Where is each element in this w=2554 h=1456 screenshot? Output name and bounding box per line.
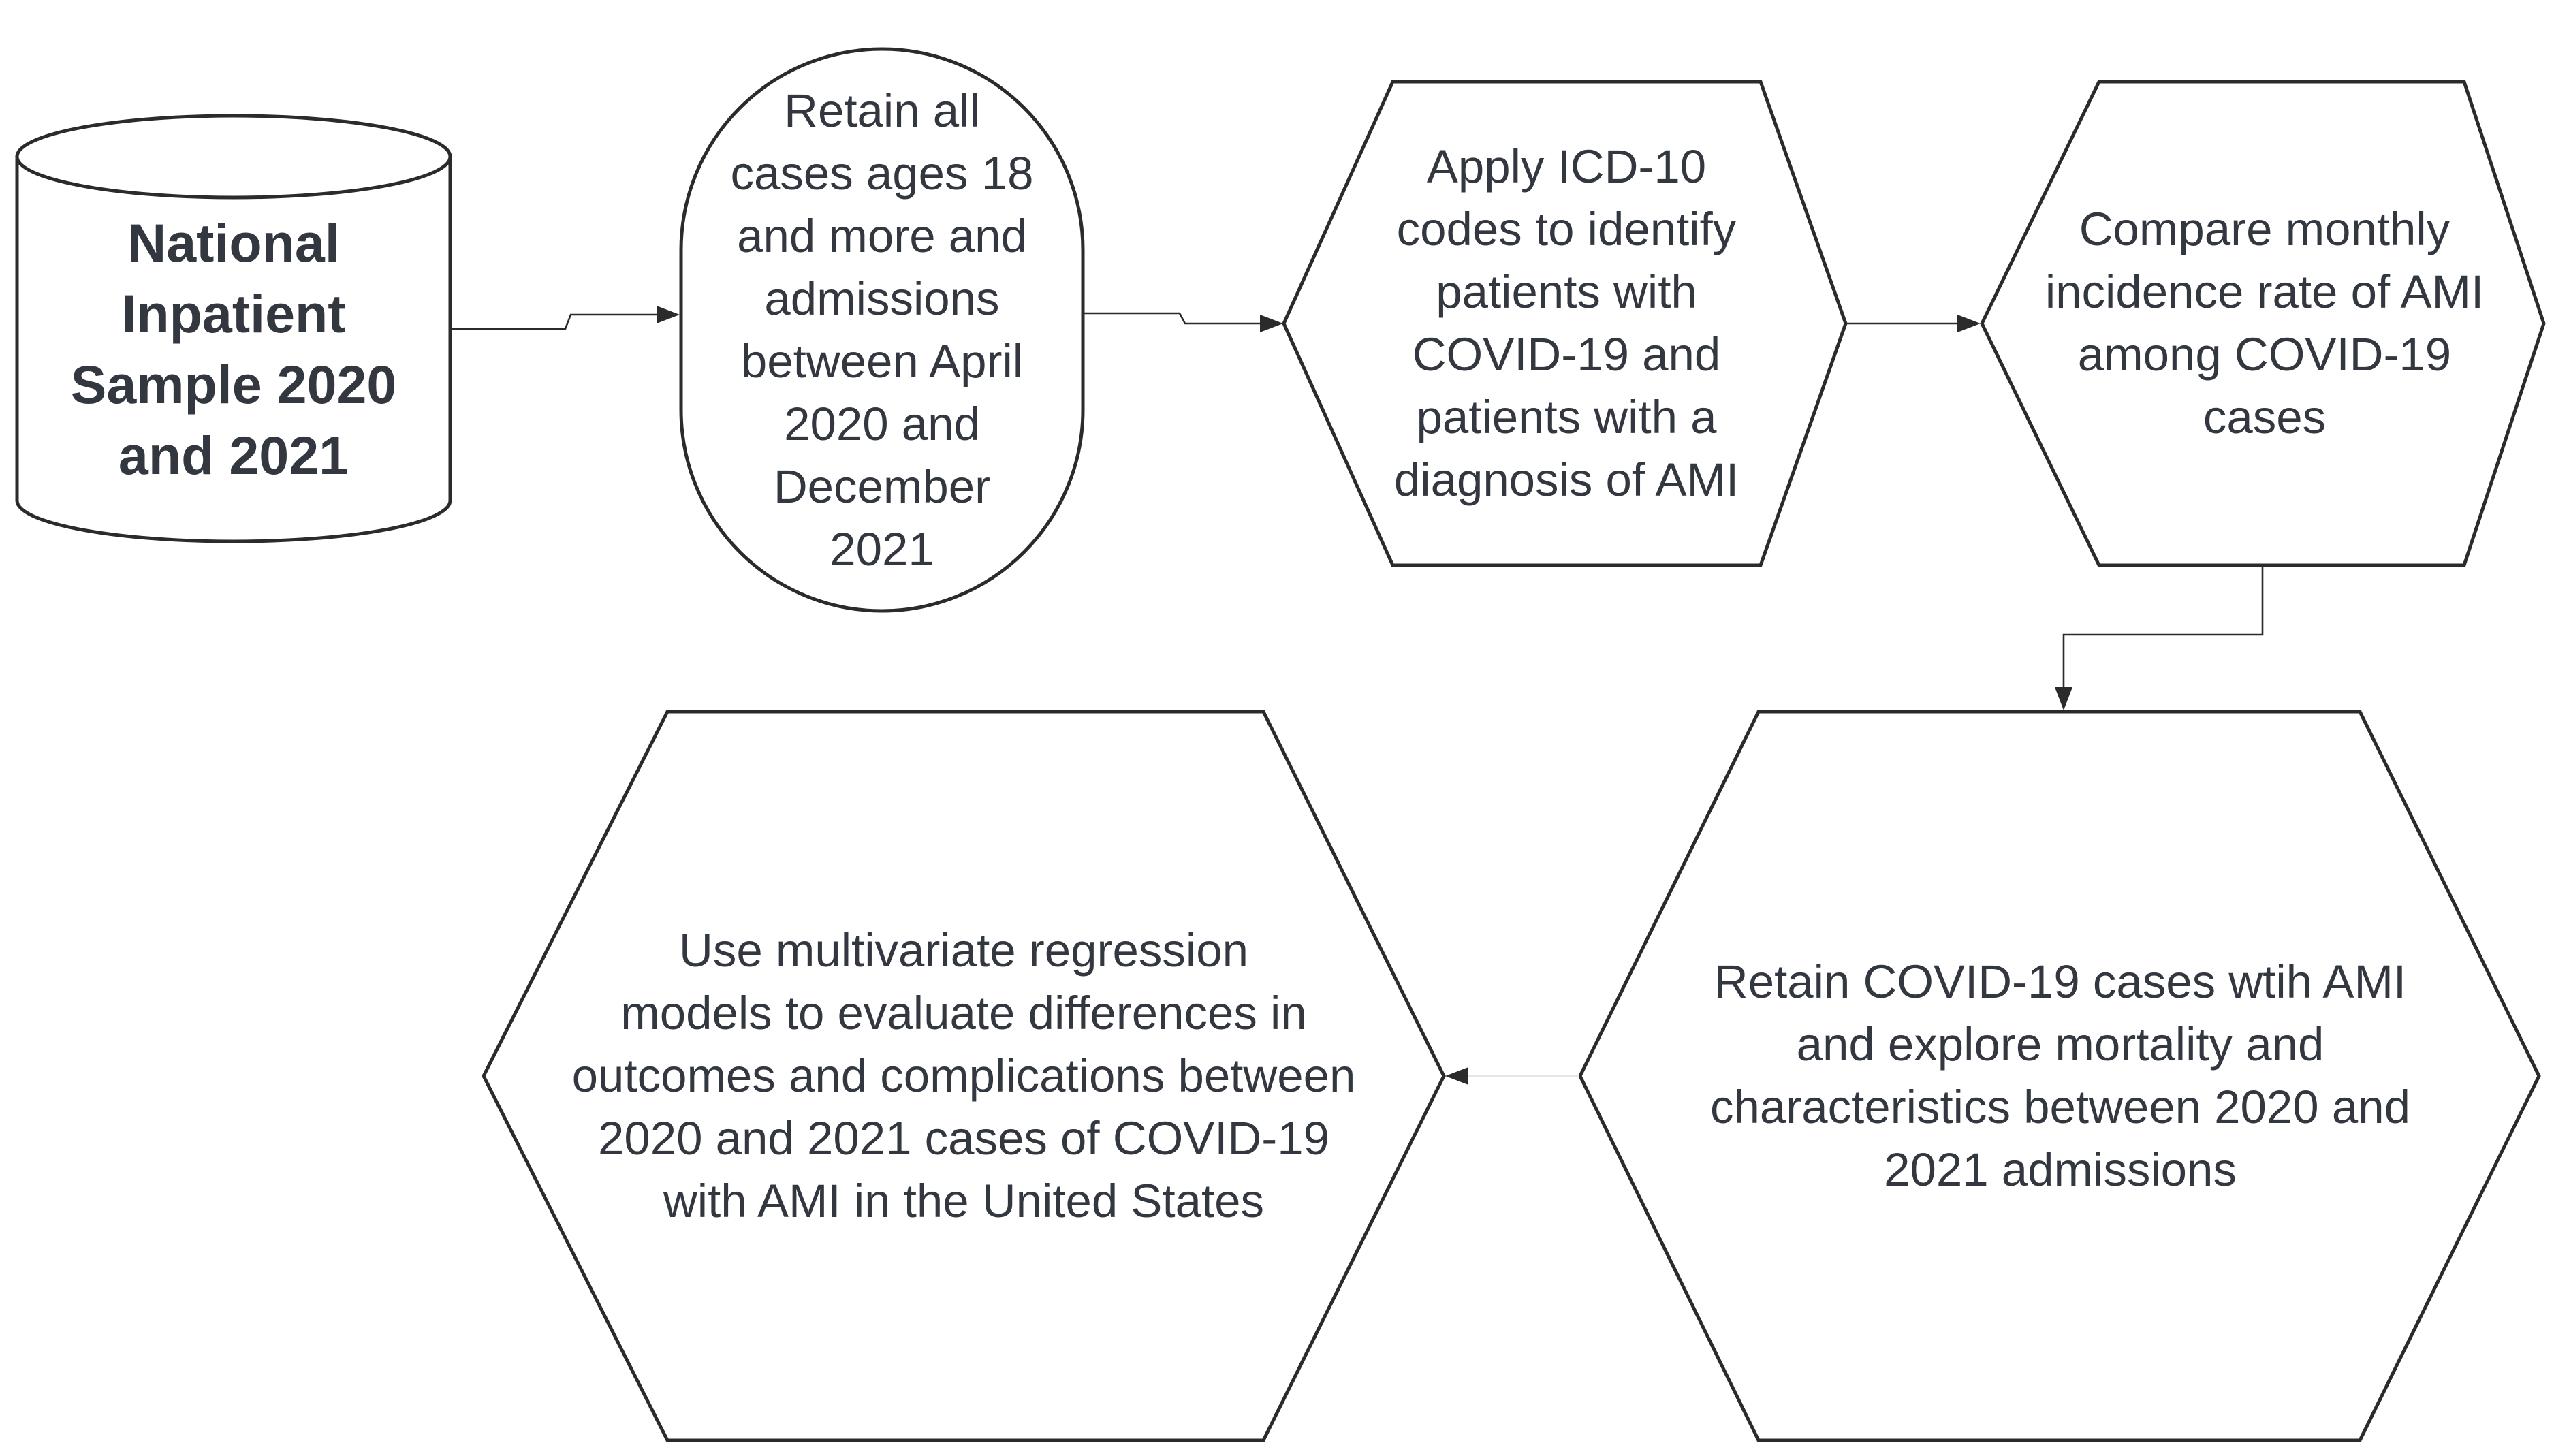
apply-icd10-node[interactable] — [1282, 80, 1848, 567]
arrowhead-1-to-2 — [657, 306, 680, 323]
arrowhead-4-to-5 — [2055, 687, 2072, 710]
retain-adult-cases-node[interactable] — [679, 47, 1085, 613]
cylinder-body — [15, 155, 452, 543]
retain-covid-ami-node[interactable] — [1578, 710, 2541, 1442]
compare-incidence-label: Compare monthly incidence rate of AMI am… — [2045, 203, 2485, 443]
national-inpatient-sample-label: National Inpatient Sample 2020 and 2021 — [70, 212, 397, 486]
cylinder-top — [15, 114, 452, 200]
arrowhead-3-to-4 — [1957, 315, 1981, 332]
retain-covid-ami-label: Retain COVID-19 cases wtih AMI and explo… — [1710, 955, 2410, 1196]
arrowhead-5-to-6 — [1445, 1067, 1468, 1085]
retain-adult-cases-label: Retain all cases ages 18 and more and ad… — [730, 84, 1034, 575]
connector-2-to-3 — [1083, 312, 1261, 325]
national-inpatient-sample-node[interactable] — [15, 114, 452, 543]
connector-4-to-5 — [2062, 565, 2264, 688]
multivariate-regression-node[interactable] — [482, 710, 1446, 1442]
arrowhead-2-to-3 — [1260, 315, 1283, 332]
compare-incidence-node[interactable] — [1980, 80, 2546, 567]
connector-1-to-2 — [450, 313, 657, 330]
apply-icd10-label: Apply ICD-10 codes to identify patients … — [1393, 140, 1739, 506]
multivariate-regression-label: Use multivariate regression models to ev… — [571, 924, 1356, 1227]
